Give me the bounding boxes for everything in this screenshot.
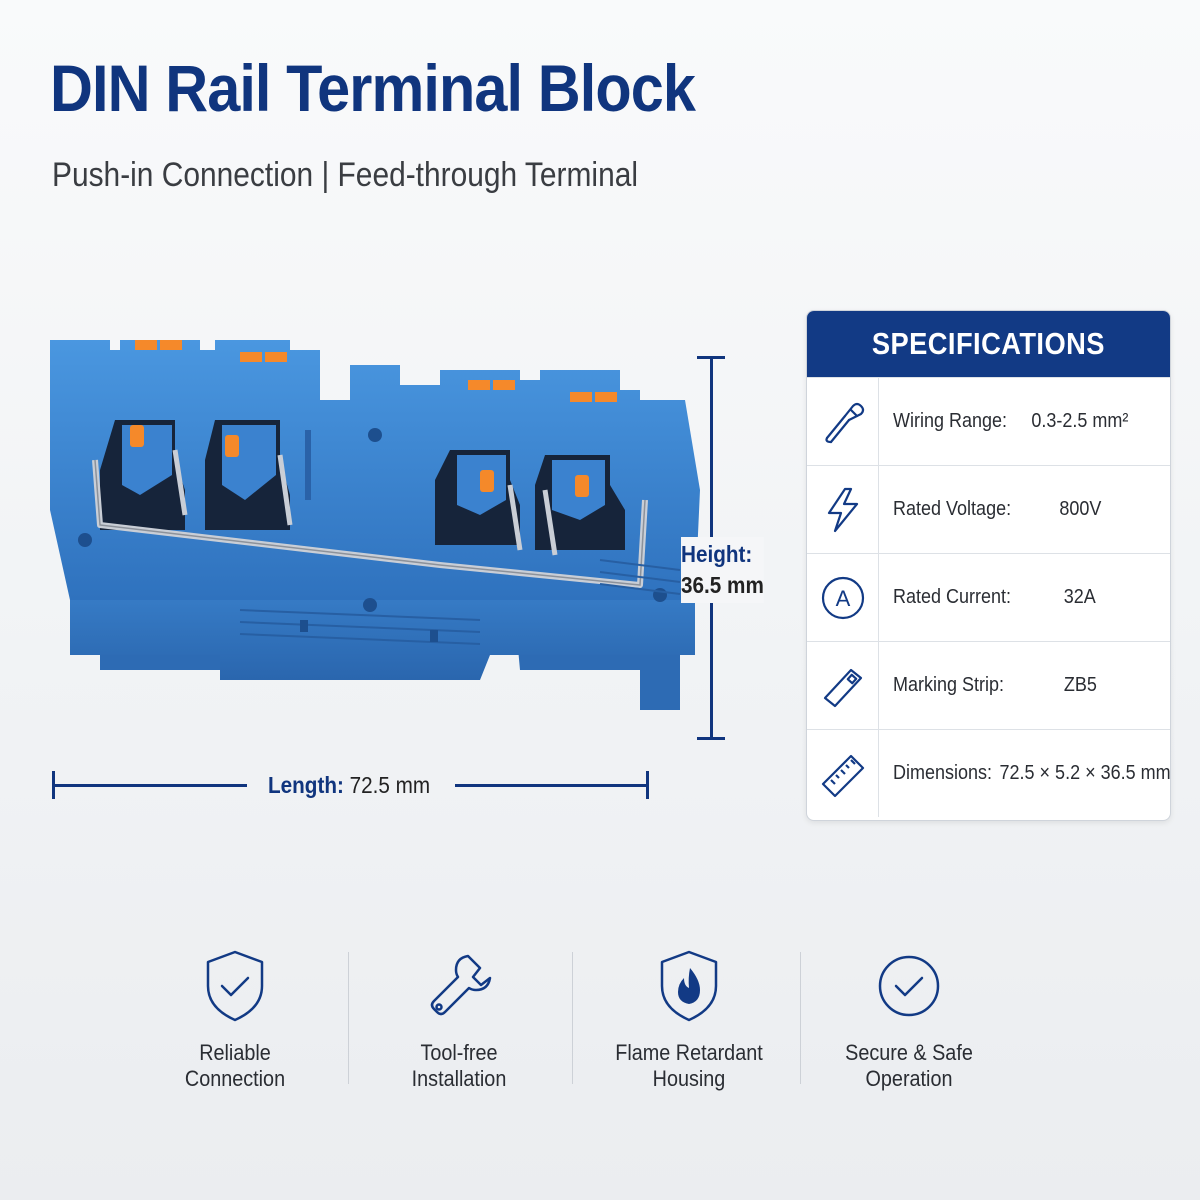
- length-label-text: Length:: [268, 772, 344, 798]
- specifications-card: SPECIFICATIONS Wiring Range: 0.3-2.5 mm²…: [806, 310, 1171, 821]
- feature-reliable-connection: Reliable Connection: [135, 948, 335, 1092]
- feature-label: Tool-free Installation: [411, 1040, 507, 1091]
- feature-secure-safe: Secure & Safe Operation: [809, 948, 1009, 1092]
- spec-label: Dimensions:: [893, 762, 993, 784]
- length-value: 72.5 mm: [349, 772, 431, 798]
- spec-label: Rated Voltage:: [893, 498, 1012, 520]
- height-label-text: Height:: [681, 541, 753, 567]
- page-subtitle: Push-in Connection | Feed-through Termin…: [52, 156, 638, 194]
- spec-value: ZB5: [1063, 674, 1097, 696]
- spec-value: 72.5 × 5.2 × 36.5 mm: [999, 762, 1171, 784]
- length-label: Length: 72.5 mm: [268, 772, 430, 799]
- svg-text:A: A: [835, 586, 850, 611]
- spec-label: Wiring Range:: [893, 410, 1008, 432]
- feature-tool-free: Tool-free Installation: [359, 948, 559, 1092]
- wrench-icon: [430, 954, 492, 1016]
- marking-strip-icon: [807, 642, 879, 729]
- feature-divider: [800, 952, 801, 1084]
- feature-label: Secure & Safe Operation: [845, 1040, 973, 1091]
- shield-flame-icon: [660, 950, 718, 1022]
- check-circle-icon: [878, 955, 940, 1017]
- spec-row-wiring-range: Wiring Range: 0.3-2.5 mm²: [807, 377, 1170, 465]
- ruler-icon: [807, 730, 879, 817]
- length-dimension-cap-right: [646, 771, 649, 799]
- feature-divider: [348, 952, 349, 1084]
- specifications-header: SPECIFICATIONS: [807, 311, 1170, 377]
- terminal-block-image: [40, 310, 720, 770]
- page-title: DIN Rail Terminal Block: [50, 51, 696, 125]
- shield-check-icon: [206, 950, 264, 1022]
- spec-label: Marking Strip:: [893, 674, 1005, 696]
- spec-value: 0.3-2.5 mm²: [1031, 410, 1129, 432]
- height-dimension-cap-bottom: [697, 737, 725, 740]
- spec-label: Rated Current:: [893, 586, 1012, 608]
- feature-label: Flame Retardant Housing: [615, 1040, 763, 1091]
- feature-flame-retardant: Flame Retardant Housing: [589, 948, 789, 1092]
- lightning-icon: [807, 466, 879, 553]
- specifications-title: SPECIFICATIONS: [871, 326, 1106, 361]
- spec-row-rated-current: A Rated Current: 32A: [807, 553, 1170, 641]
- ampere-icon: A: [807, 554, 879, 641]
- spec-row-rated-voltage: Rated Voltage: 800V: [807, 465, 1170, 553]
- length-dimension-line-right: [455, 784, 648, 787]
- spec-row-dimensions: Dimensions: 72.5 × 5.2 × 36.5 mm: [807, 729, 1170, 817]
- spec-value: 800V: [1058, 498, 1102, 520]
- height-value: 36.5 mm: [681, 572, 764, 598]
- spec-value: 32A: [1063, 586, 1097, 608]
- feature-label: Reliable Connection: [184, 1040, 286, 1091]
- spec-row-marking-strip: Marking Strip: ZB5: [807, 641, 1170, 729]
- length-dimension-line-left: [52, 784, 247, 787]
- feature-divider: [572, 952, 573, 1084]
- wire-icon: [807, 378, 879, 465]
- height-label: Height: 36.5 mm: [681, 537, 764, 603]
